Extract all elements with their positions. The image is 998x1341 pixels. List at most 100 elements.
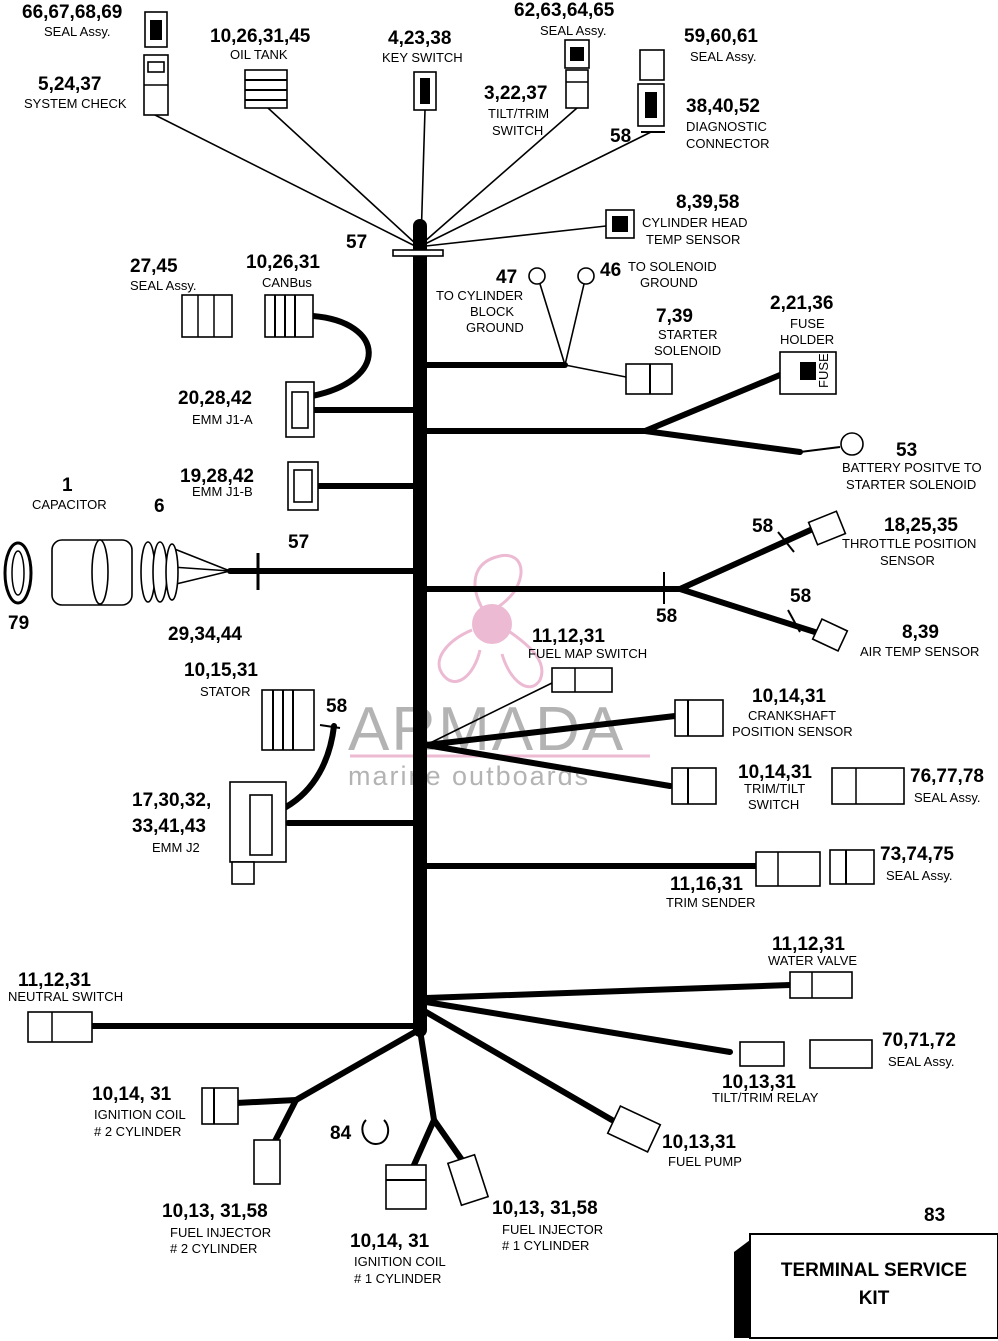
clip-84-icon: [361, 1119, 390, 1146]
fuse-holder-icon: FUSE: [779, 351, 837, 395]
seal-assy-66-icon: [144, 11, 168, 48]
callout-57-mid: 57: [288, 532, 309, 553]
emm-j2-name: EMM J2: [152, 840, 200, 855]
starter-solenoid-name1: STARTER: [658, 327, 717, 342]
key-switch-number: 4,23,38: [388, 28, 451, 49]
crankshaft-number: 10,14,31: [752, 686, 826, 707]
seal-73-name: SEAL Assy.: [886, 868, 952, 883]
oil-tank-number: 10,26,31,45: [210, 26, 311, 47]
seal-62-number: 62,63,64,65: [514, 0, 615, 21]
solenoid-ground-name1: TO SOLENOID: [628, 259, 717, 274]
tilt-trim-switch-number: 3,22,37: [484, 83, 547, 104]
ignition-coil-2-number: 10,14, 31: [92, 1084, 172, 1105]
propeller-hub: [472, 604, 512, 644]
terminal-service-kit-box-icon: [734, 1233, 998, 1339]
seal-assy-59-icon: [639, 49, 665, 81]
tilt-trim-relay-connector-icon: [739, 1041, 785, 1067]
fuel-map-switch-connector-icon: [551, 667, 613, 693]
emm-j1a-connector-icon: [285, 381, 315, 438]
fuel-injector-1-name2: # 1 CYLINDER: [502, 1238, 589, 1253]
fuel-injector-1-connector-icon: [446, 1153, 490, 1207]
tilt-trim-switch-connector-icon: [565, 69, 589, 109]
seal-assy-76-icon: [831, 767, 905, 805]
throttle-sensor-connector-icon: [807, 510, 847, 546]
system-check-name: SYSTEM CHECK: [24, 96, 127, 111]
ignition-coil-2-name2: # 2 CYLINDER: [94, 1124, 181, 1139]
fuel-injector-1-number: 10,13, 31,58: [492, 1198, 598, 1219]
ignition-coil-1-name2: # 1 CYLINDER: [354, 1271, 441, 1286]
throttle-name1: THROTTLE POSITION: [842, 536, 976, 551]
diagnostic-name2: CONNECTOR: [686, 136, 770, 151]
tie-58-air-icon: [787, 609, 801, 633]
seal-assy-73-icon: [829, 849, 875, 885]
seal-assy-62-icon: [564, 39, 590, 69]
canbus-number: 10,26,31: [246, 252, 320, 273]
seal-73-number: 73,74,75: [880, 844, 954, 865]
crankshaft-name2: POSITION SENSOR: [732, 724, 853, 739]
system-check-number: 5,24,37: [38, 74, 101, 95]
system-check-connector-icon: [143, 54, 169, 116]
ignition-coil-2-name1: IGNITION COIL: [94, 1107, 186, 1122]
neutral-switch-connector-icon: [27, 1011, 93, 1043]
callout-6: 6: [154, 496, 165, 517]
tilt-trim-switch-name2: SWITCH: [492, 123, 543, 138]
ignition-coil-2-connector-icon: [201, 1087, 239, 1125]
callout-labels: 66,67,68,69 SEAL Assy. 5,24,37 SYSTEM CH…: [8, 0, 984, 1309]
trim-sender-connector-icon: [755, 851, 821, 887]
seal-66-name: SEAL Assy.: [44, 24, 110, 39]
emm-j1b-name: EMM J1-B: [192, 484, 253, 499]
water-valve-connector-icon: [789, 971, 853, 999]
air-temp-number: 8,39: [902, 622, 939, 643]
tie-58-tps-icon: [777, 531, 795, 553]
ignition-coil-1-name1: IGNITION COIL: [354, 1254, 446, 1269]
seal-70-name: SEAL Assy.: [888, 1054, 954, 1069]
emm-j1b-connector-icon: [287, 461, 319, 511]
callout-79: 79: [8, 613, 29, 634]
capacitor-name: CAPACITOR: [32, 497, 107, 512]
seal-76-number: 76,77,78: [910, 766, 984, 787]
diagnostic-name1: DIAGNOSTIC: [686, 119, 767, 134]
starter-solenoid-number: 7,39: [656, 306, 693, 327]
fuel-injector-2-number: 10,13, 31,58: [162, 1201, 268, 1222]
cylinder-head-name1: CYLINDER HEAD: [642, 215, 747, 230]
fuel-injector-2-connector-icon: [253, 1139, 281, 1185]
stator-number: 10,15,31: [184, 660, 258, 681]
fuel-pump-number: 10,13,31: [662, 1132, 736, 1153]
trim-tilt-switch-number: 10,14,31: [738, 762, 812, 783]
key-switch-connector-icon: [413, 71, 437, 111]
fuse-holder-number: 2,21,36: [770, 293, 833, 314]
solenoid-ground-name2: GROUND: [640, 275, 698, 290]
trim-sender-name: TRIM SENDER: [666, 895, 756, 910]
kit-title-line1: TERMINAL SERVICE: [781, 1260, 967, 1281]
tilt-trim-relay-number: 10,13,31: [722, 1072, 796, 1093]
trim-tilt-switch-name2: SWITCH: [748, 797, 799, 812]
diagnostic-connector-icon: [637, 83, 665, 133]
fuel-injector-2-name1: FUEL INJECTOR: [170, 1225, 271, 1240]
callout-29-34-44: 29,34,44: [168, 624, 242, 645]
cyl-block-ground-number: 47: [496, 267, 517, 288]
stator-name: STATOR: [200, 684, 251, 699]
seal-62-name: SEAL Assy.: [540, 23, 606, 38]
cylinder-head-number: 8,39,58: [676, 192, 739, 213]
cyl-block-ground-name2: BLOCK: [470, 304, 514, 319]
fuel-map-number: 11,12,31: [532, 626, 605, 647]
callout-58-diagnostic: 58: [610, 126, 631, 147]
canbus-name: CANBus: [262, 275, 312, 290]
seal-70-number: 70,71,72: [882, 1030, 956, 1051]
fuel-injector-2-name2: # 2 CYLINDER: [170, 1241, 257, 1256]
capacitor-icon: [51, 539, 179, 606]
emm-j2-number2: 33,41,43: [132, 816, 206, 837]
seal-59-name: SEAL Assy.: [690, 49, 756, 64]
crankshaft-name1: CRANKSHAFT: [748, 708, 836, 723]
cylinder-head-name2: TEMP SENSOR: [646, 232, 740, 247]
propeller-logo-icon: [437, 553, 544, 689]
tilt-trim-switch-name1: TILT/TRIM: [488, 106, 549, 121]
seal-27-name: SEAL Assy.: [130, 278, 196, 293]
callout-57-top: 57: [346, 232, 367, 253]
fuel-pump-connector-icon: [606, 1105, 662, 1153]
fuel-injector-1-name1: FUEL INJECTOR: [502, 1222, 603, 1237]
cyl-block-ground-name3: GROUND: [466, 320, 524, 335]
cylinder-head-sensor-icon: [605, 209, 635, 239]
diagnostic-number: 38,40,52: [686, 96, 760, 117]
